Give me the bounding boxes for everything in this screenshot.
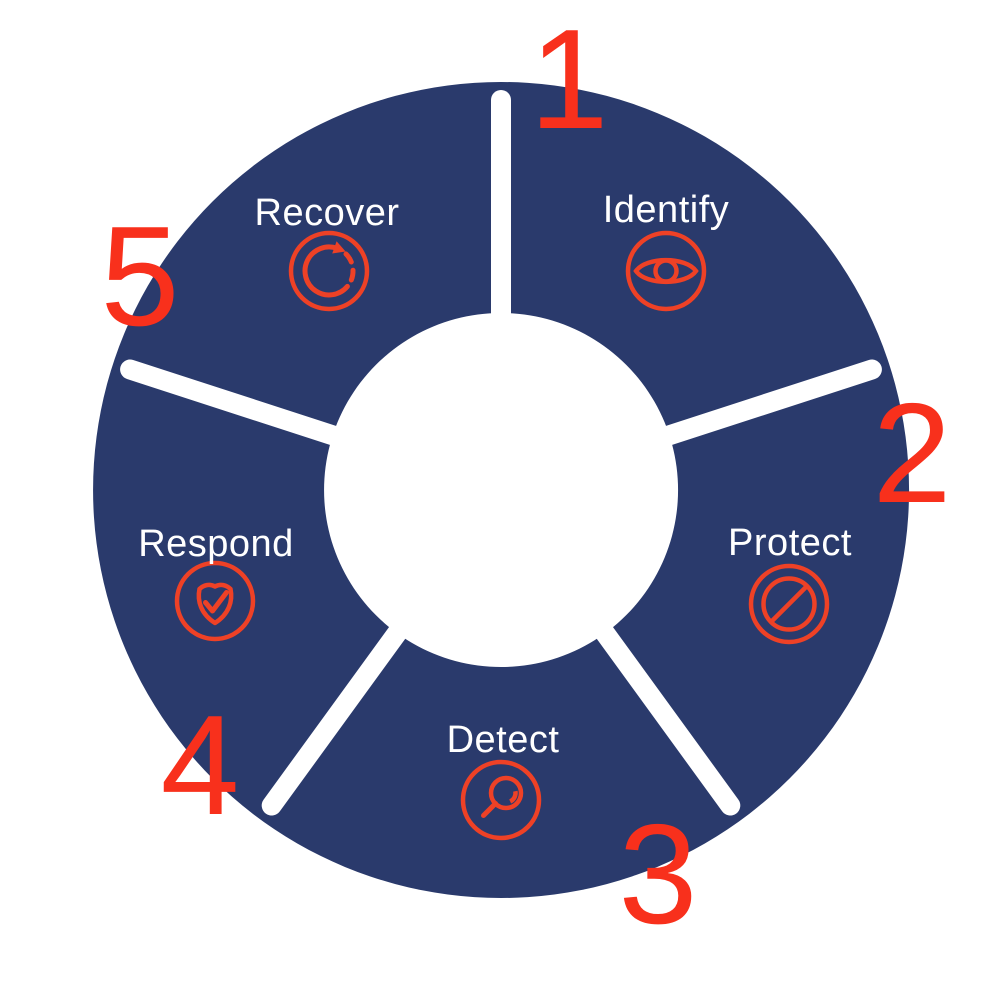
segment-divider-left	[120, 359, 369, 454]
segment-label-identify: Identify	[602, 189, 730, 231]
eye-icon	[625, 230, 707, 312]
segment-label-respond: Respond	[138, 523, 294, 565]
refresh-icon	[288, 230, 370, 312]
segment-divider-bottom-right	[579, 601, 741, 816]
segment-label-protect: Protect	[728, 522, 852, 564]
magnifier-icon	[460, 759, 542, 841]
segment-divider-bottom-left	[261, 601, 423, 816]
shield-check-icon	[174, 560, 256, 642]
wheel-ring	[93, 82, 910, 898]
prohibition-icon	[748, 563, 830, 645]
segment-label-detect: Detect	[446, 719, 560, 761]
segment-number-protect: 2	[872, 374, 952, 533]
segment-number-recover: 5	[100, 197, 180, 356]
segment-number-respond: 4	[160, 686, 240, 845]
segment-number-identify: 1	[529, 0, 609, 159]
segment-number-detect: 3	[618, 795, 698, 954]
segment-label-recover: Recover	[254, 192, 400, 234]
segment-divider-right	[633, 359, 882, 454]
